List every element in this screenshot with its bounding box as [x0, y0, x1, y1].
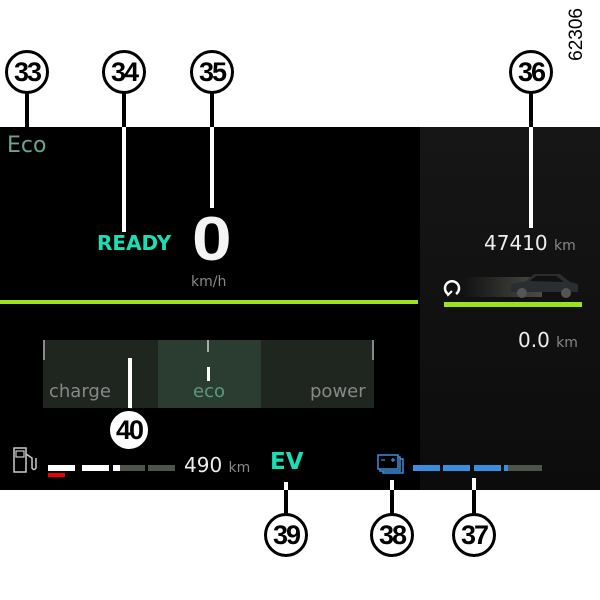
- leader-line: [284, 485, 288, 515]
- battery-icon: [377, 454, 404, 474]
- leader-line: [128, 358, 132, 410]
- callout-34: 34: [102, 50, 146, 94]
- callout-40: 40: [107, 408, 151, 452]
- leader-line: [210, 90, 214, 127]
- fuel-range: 490 km: [184, 453, 250, 477]
- leader-line: [122, 90, 126, 127]
- battery-segment: [504, 465, 508, 471]
- trip-distance: 0.0 km: [518, 328, 578, 352]
- odometer-value: 47410: [484, 231, 548, 255]
- battery-segment: [443, 465, 470, 471]
- leader-line: [25, 90, 29, 130]
- callout-36: 36: [509, 50, 553, 94]
- green-divider: [0, 300, 418, 304]
- callout-39: 39: [264, 513, 308, 557]
- trip-unit: km: [556, 335, 578, 351]
- reset-trip-icon[interactable]: [442, 276, 462, 298]
- drive-mode: Eco: [7, 133, 47, 158]
- callout-35: 35: [190, 50, 234, 94]
- trip-progress-bar: [444, 302, 582, 307]
- gauge-label-eco: eco: [193, 381, 225, 402]
- gauge-tick: [43, 340, 45, 360]
- car-icon: [510, 274, 578, 298]
- figure-id: 62306: [566, 8, 587, 61]
- ready-status: READY: [97, 231, 172, 255]
- gauge-needle: [207, 367, 210, 381]
- callout-38: 38: [370, 513, 414, 557]
- battery-segment: [474, 465, 501, 471]
- leader-line: [472, 478, 476, 490]
- callout-37: 37: [452, 513, 496, 557]
- fuel-range-value: 490: [184, 453, 223, 477]
- leader-line: [122, 127, 126, 232]
- fuel-segment: [48, 465, 75, 471]
- ev-mode-label: EV: [270, 449, 304, 475]
- odometer-unit: km: [553, 238, 576, 254]
- leader-line: [390, 480, 394, 515]
- gauge-label-charge: charge: [49, 381, 111, 402]
- leader-line: [472, 478, 476, 515]
- trip-panel: [420, 127, 600, 490]
- fuel-range-unit: km: [228, 460, 251, 476]
- leader-line: [284, 482, 288, 490]
- fuel-segment: [148, 465, 175, 471]
- gauge-tick: [207, 340, 209, 352]
- speed-value: 0: [192, 205, 232, 274]
- battery-segment: [508, 465, 542, 471]
- leader-line: [529, 127, 533, 228]
- callout-33: 33: [5, 50, 49, 94]
- fuel-segment: [120, 465, 145, 471]
- gauge-label-power: power: [310, 381, 366, 402]
- power-gauge: charge eco power: [43, 340, 374, 408]
- odometer: 47410 km: [484, 231, 576, 255]
- trip-value: 0.0: [518, 328, 550, 352]
- leader-line: [390, 480, 394, 490]
- fuel-segment: [113, 465, 120, 471]
- fuel-segment: [82, 465, 109, 471]
- fuel-pump-icon: [13, 447, 37, 473]
- battery-segment: [413, 465, 440, 471]
- fuel-reserve-mark: [48, 473, 65, 477]
- leader-line: [210, 127, 214, 208]
- leader-line: [529, 90, 533, 127]
- speed-unit: km/h: [191, 274, 227, 290]
- gauge-tick: [372, 340, 374, 360]
